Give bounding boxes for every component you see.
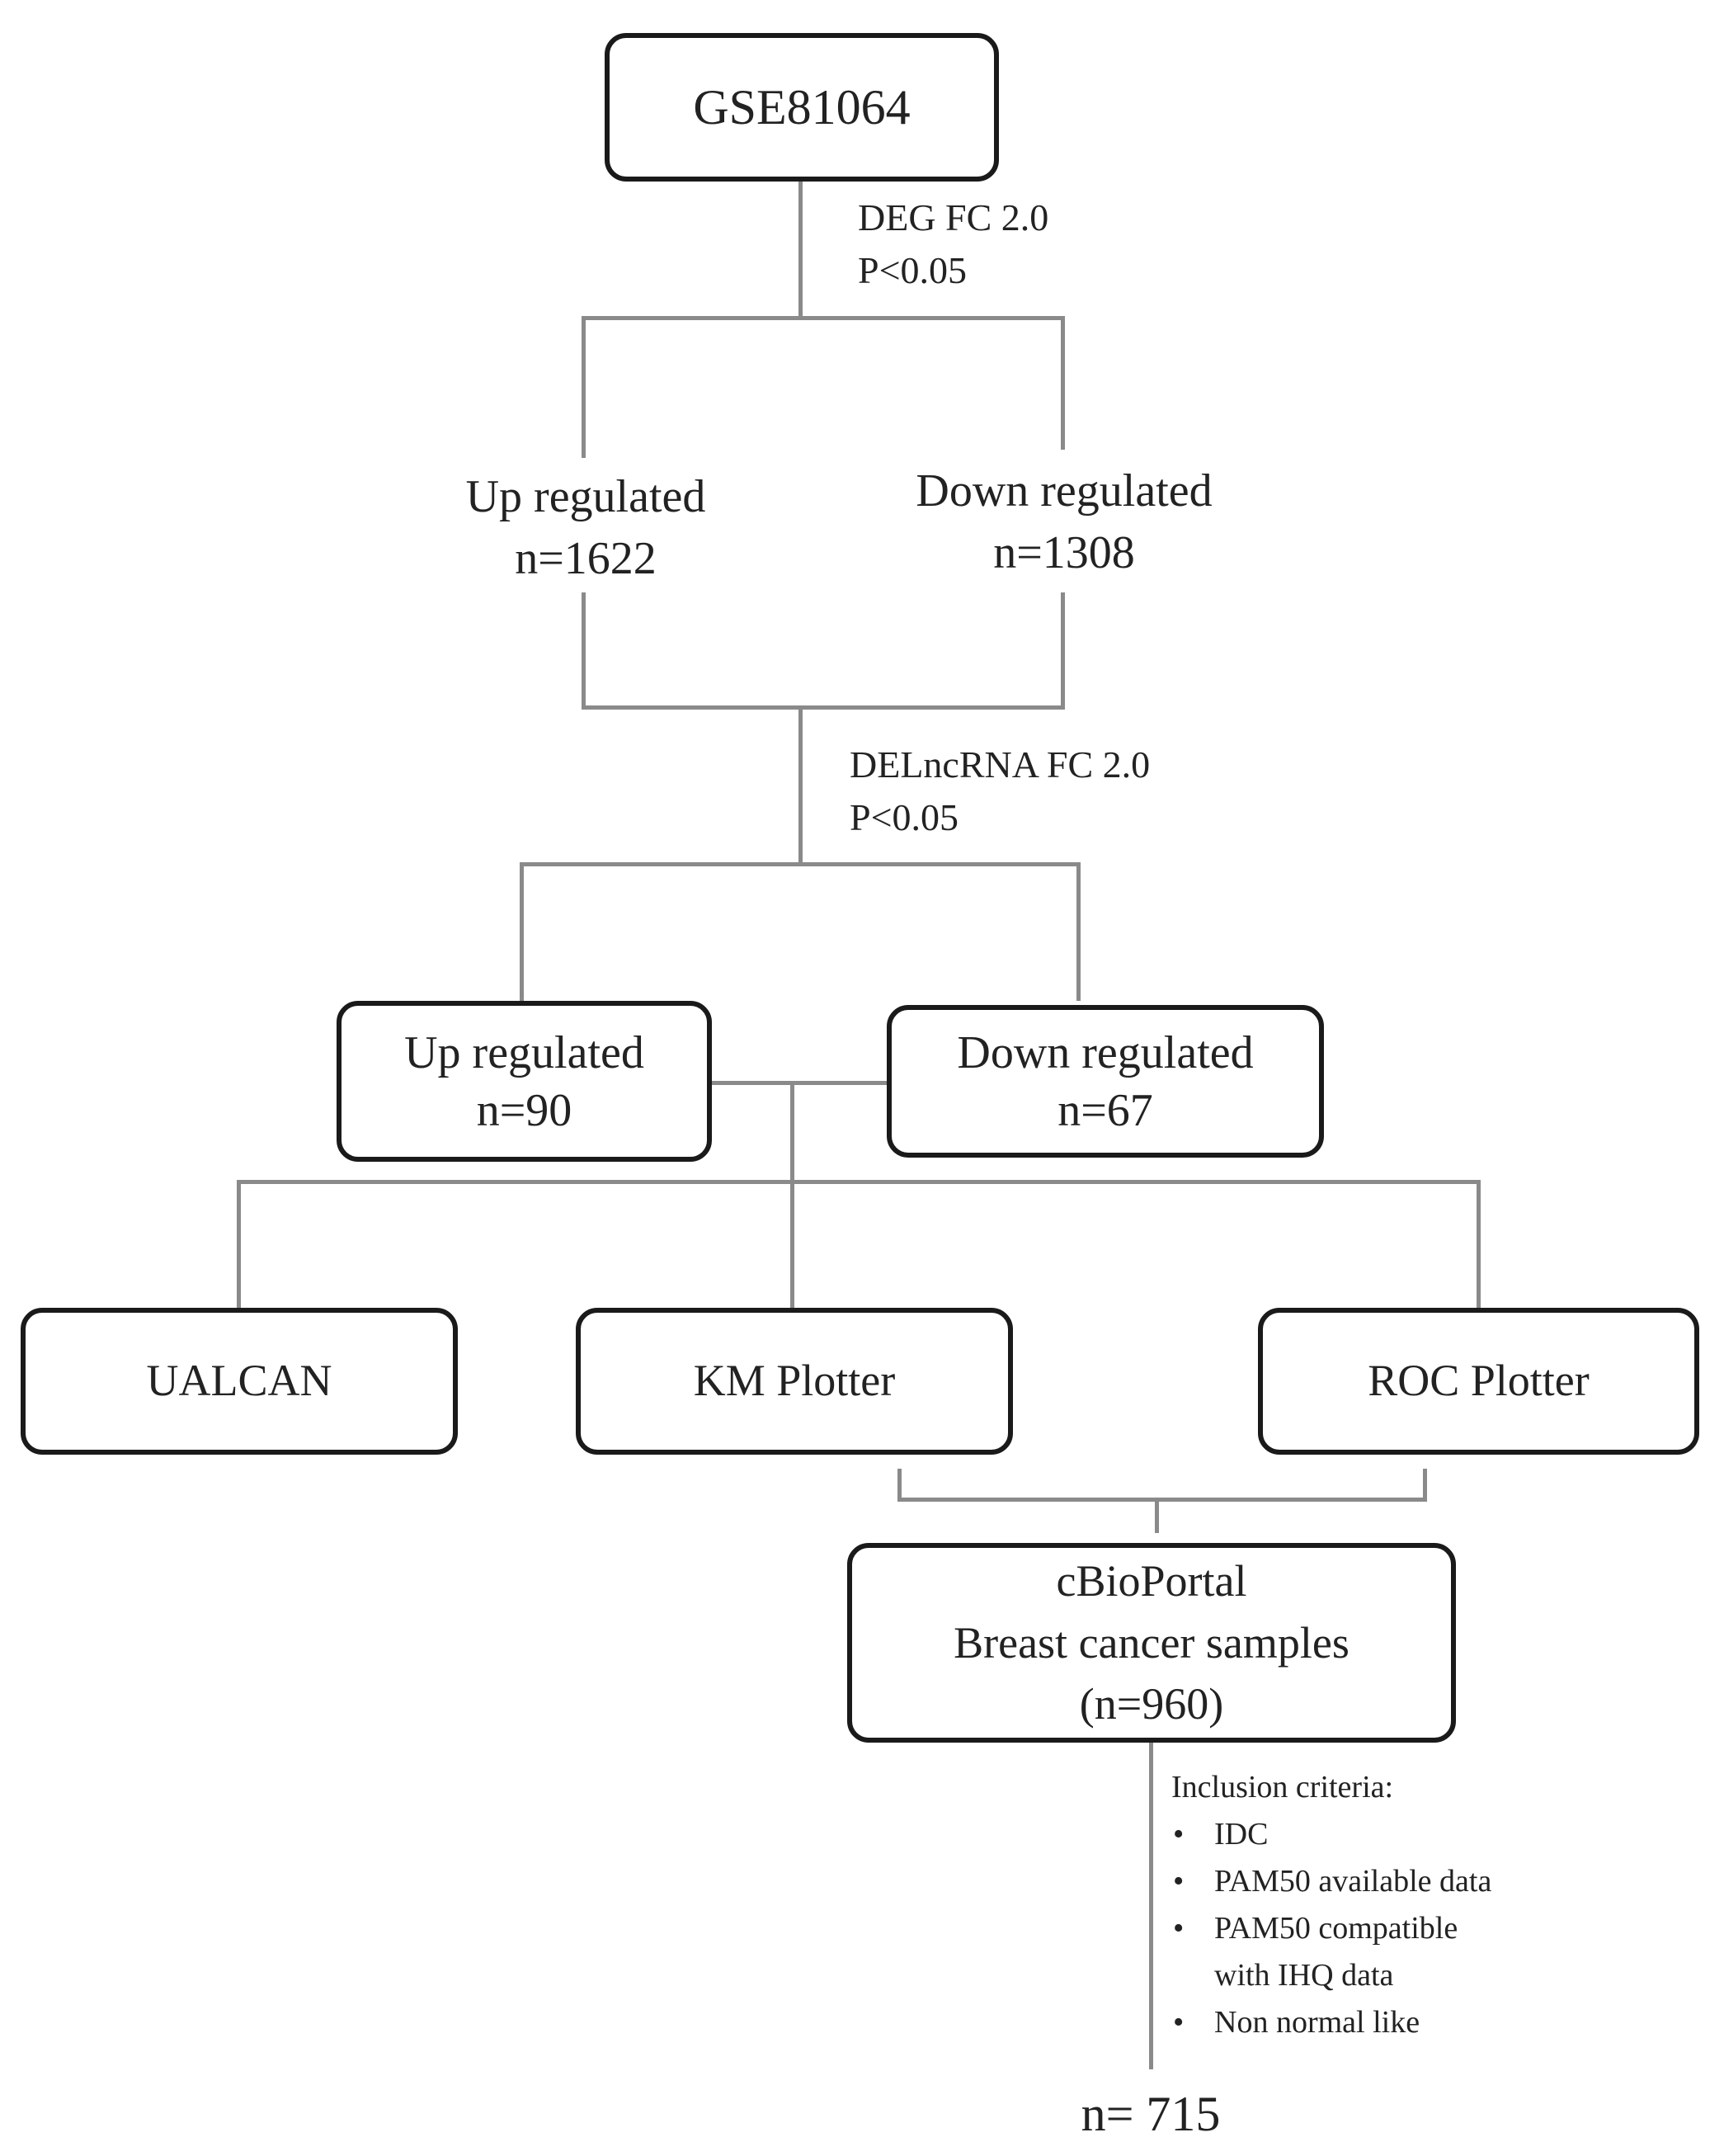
connector-split2-horizontal — [520, 862, 1081, 866]
inclusion-item-continuation: with IHQ data — [1214, 1958, 1394, 1993]
bracket-horizontal — [897, 1498, 1427, 1502]
ualcan-box: UALCAN — [21, 1308, 458, 1455]
deg-down-label: Down regulated — [916, 465, 1213, 517]
connector-split1-right — [1061, 316, 1065, 450]
bullet-icon: • — [1173, 1817, 1185, 1852]
roc-plotter-label: ROC Plotter — [1368, 1356, 1590, 1406]
connector-between-lnc-boxes — [709, 1081, 891, 1085]
cbioportal-count: (n=960) — [1079, 1679, 1224, 1729]
lnc-up-regulated-box: Up regulated n=90 — [337, 1001, 712, 1162]
bracket-right — [1423, 1469, 1427, 1502]
roc-plotter-box: ROC Plotter — [1258, 1308, 1699, 1455]
inclusion-criteria: Inclusion criteria: • IDC • PAM50 availa… — [1171, 1764, 1491, 2046]
deg-up-count: n=1622 — [515, 533, 657, 584]
bullet-icon: • — [1173, 1864, 1185, 1899]
connector-merge1-right — [1061, 592, 1065, 710]
connector-cbioportal-down — [1149, 1739, 1153, 2069]
cbioportal-box: cBioPortal Breast cancer samples (n=960) — [847, 1543, 1456, 1743]
lnc-down-regulated-box: Down regulated n=67 — [887, 1005, 1324, 1158]
bracket-down — [1155, 1498, 1159, 1533]
deg-criteria-p: P<0.05 — [858, 249, 968, 291]
bracket-left — [897, 1469, 902, 1502]
lnc-up-count: n=90 — [476, 1084, 572, 1136]
connector-merge1-horizontal — [582, 705, 1065, 710]
connector-split2-right — [1076, 862, 1081, 1001]
delnc-criteria-fc: DELncRNA FC 2.0 — [850, 743, 1151, 786]
connector-split1-horizontal — [582, 316, 1065, 320]
connector-split2-left — [520, 862, 524, 1001]
lnc-up-label: Up regulated — [404, 1026, 644, 1078]
connector-tools-horizontal — [237, 1180, 1481, 1184]
source-dataset-label: GSE81064 — [693, 79, 911, 134]
km-plotter-box: KM Plotter — [576, 1308, 1013, 1455]
inclusion-item: • Non normal like — [1171, 1999, 1491, 2046]
deg-up-label: Up regulated — [465, 471, 706, 522]
cbioportal-title: cBioPortal — [1056, 1556, 1247, 1606]
km-plotter-label: KM Plotter — [693, 1356, 896, 1406]
deg-up-text: Up regulated n=1622 — [417, 466, 755, 590]
source-dataset-box: GSE81064 — [605, 33, 999, 182]
deg-down-text: Down regulated n=1308 — [874, 460, 1254, 584]
cbioportal-subtitle: Breast cancer samples — [954, 1617, 1350, 1668]
connector-split1-left — [582, 316, 586, 458]
inclusion-criteria-title: Inclusion criteria: — [1171, 1770, 1394, 1805]
delnc-criteria-text: DELncRNA FC 2.0 P<0.05 — [850, 738, 1150, 844]
deg-down-count: n=1308 — [993, 527, 1135, 578]
connector-merge1-down — [798, 705, 803, 866]
inclusion-item: • PAM50 available data — [1171, 1858, 1491, 1905]
final-count: n= 715 — [1081, 2087, 1221, 2141]
lnc-down-label: Down regulated — [957, 1026, 1254, 1078]
ualcan-label: UALCAN — [146, 1356, 332, 1406]
deg-criteria-text: DEG FC 2.0 P<0.05 — [858, 191, 1048, 297]
lnc-down-count: n=67 — [1057, 1084, 1153, 1136]
bullet-icon: • — [1173, 2005, 1185, 2040]
connector-lnc-down — [790, 1081, 794, 1308]
delnc-criteria-p: P<0.05 — [850, 796, 959, 838]
connector-tools-ualcan — [237, 1180, 241, 1308]
connector-source-down — [798, 180, 803, 320]
connector-tools-roc — [1477, 1180, 1481, 1308]
deg-criteria-fc: DEG FC 2.0 — [858, 196, 1049, 238]
inclusion-item: • IDC — [1171, 1811, 1491, 1858]
bullet-icon: • — [1173, 1911, 1185, 1946]
connector-merge1-left — [582, 592, 586, 710]
inclusion-item: • PAM50 compatible — [1171, 1905, 1491, 1952]
